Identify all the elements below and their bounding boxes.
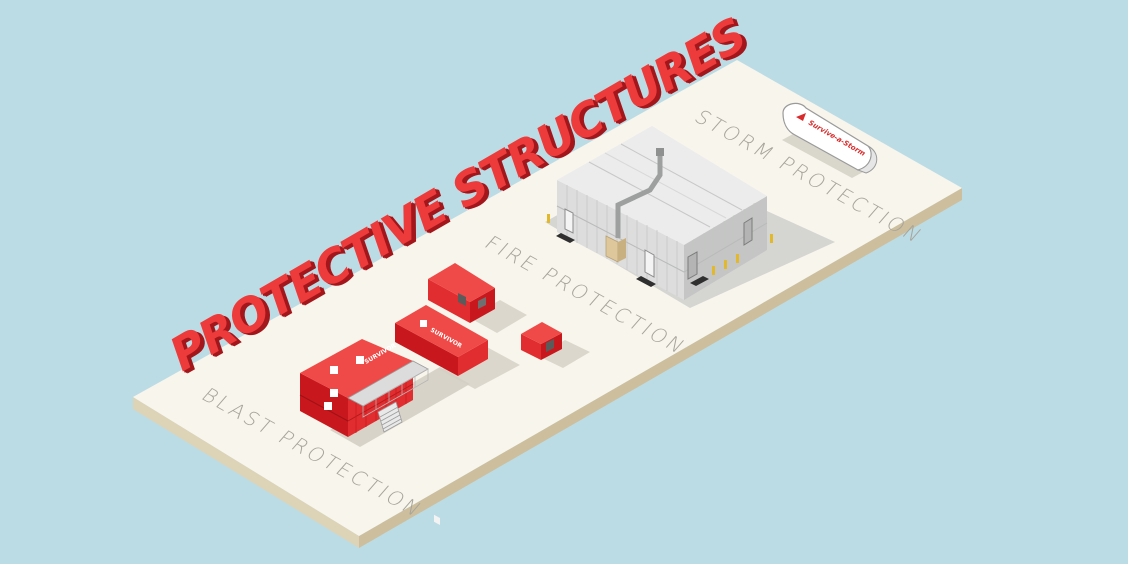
container-logo-icon	[356, 356, 364, 364]
door-mat	[556, 233, 575, 243]
door	[644, 249, 655, 278]
lower-container-front	[300, 395, 348, 437]
fire-protection-building	[545, 126, 835, 308]
platform-side-right	[359, 188, 962, 548]
container-window	[458, 293, 466, 306]
container-logo-icon	[330, 366, 338, 374]
container-front	[428, 279, 470, 323]
upper-container-roof	[300, 339, 413, 398]
roof-seam	[620, 143, 743, 211]
container-logo-icon	[420, 320, 427, 327]
door	[564, 208, 574, 234]
roof-seam	[588, 161, 711, 228]
container-back	[428, 263, 527, 525]
container-roof	[428, 263, 495, 302]
upper-container-front	[300, 373, 348, 421]
container-front	[395, 323, 458, 376]
wall-band	[556, 205, 768, 273]
platform-side-left	[133, 397, 359, 548]
door	[743, 217, 753, 246]
bollards	[547, 214, 773, 275]
walkway-railing	[362, 368, 429, 418]
door	[687, 251, 698, 280]
container-window	[478, 297, 486, 309]
stairs	[377, 401, 403, 433]
shelter-end	[856, 145, 878, 174]
container-window	[434, 514, 440, 525]
container-stack-large: SURVIVOR	[299, 339, 470, 447]
door-mat	[690, 276, 709, 286]
container-logo-icon	[324, 402, 332, 410]
container-shadow	[538, 340, 590, 368]
shelter-logo-mark	[796, 113, 806, 121]
container-roof	[395, 305, 488, 357]
container-small	[521, 322, 590, 368]
container-shadow	[470, 300, 527, 333]
container-shadow	[440, 346, 520, 389]
door-mat	[636, 276, 656, 287]
container-window	[546, 339, 554, 352]
chimney-cap	[656, 148, 664, 156]
container-side	[458, 340, 488, 376]
container-front	[521, 334, 541, 360]
container-logo-icon	[330, 389, 338, 397]
container-middle: SURVIVOR	[395, 305, 520, 389]
roof-seam	[604, 152, 727, 219]
container-roof	[521, 322, 562, 344]
utility-box-side	[618, 238, 626, 262]
exhaust-pipe	[615, 152, 663, 238]
